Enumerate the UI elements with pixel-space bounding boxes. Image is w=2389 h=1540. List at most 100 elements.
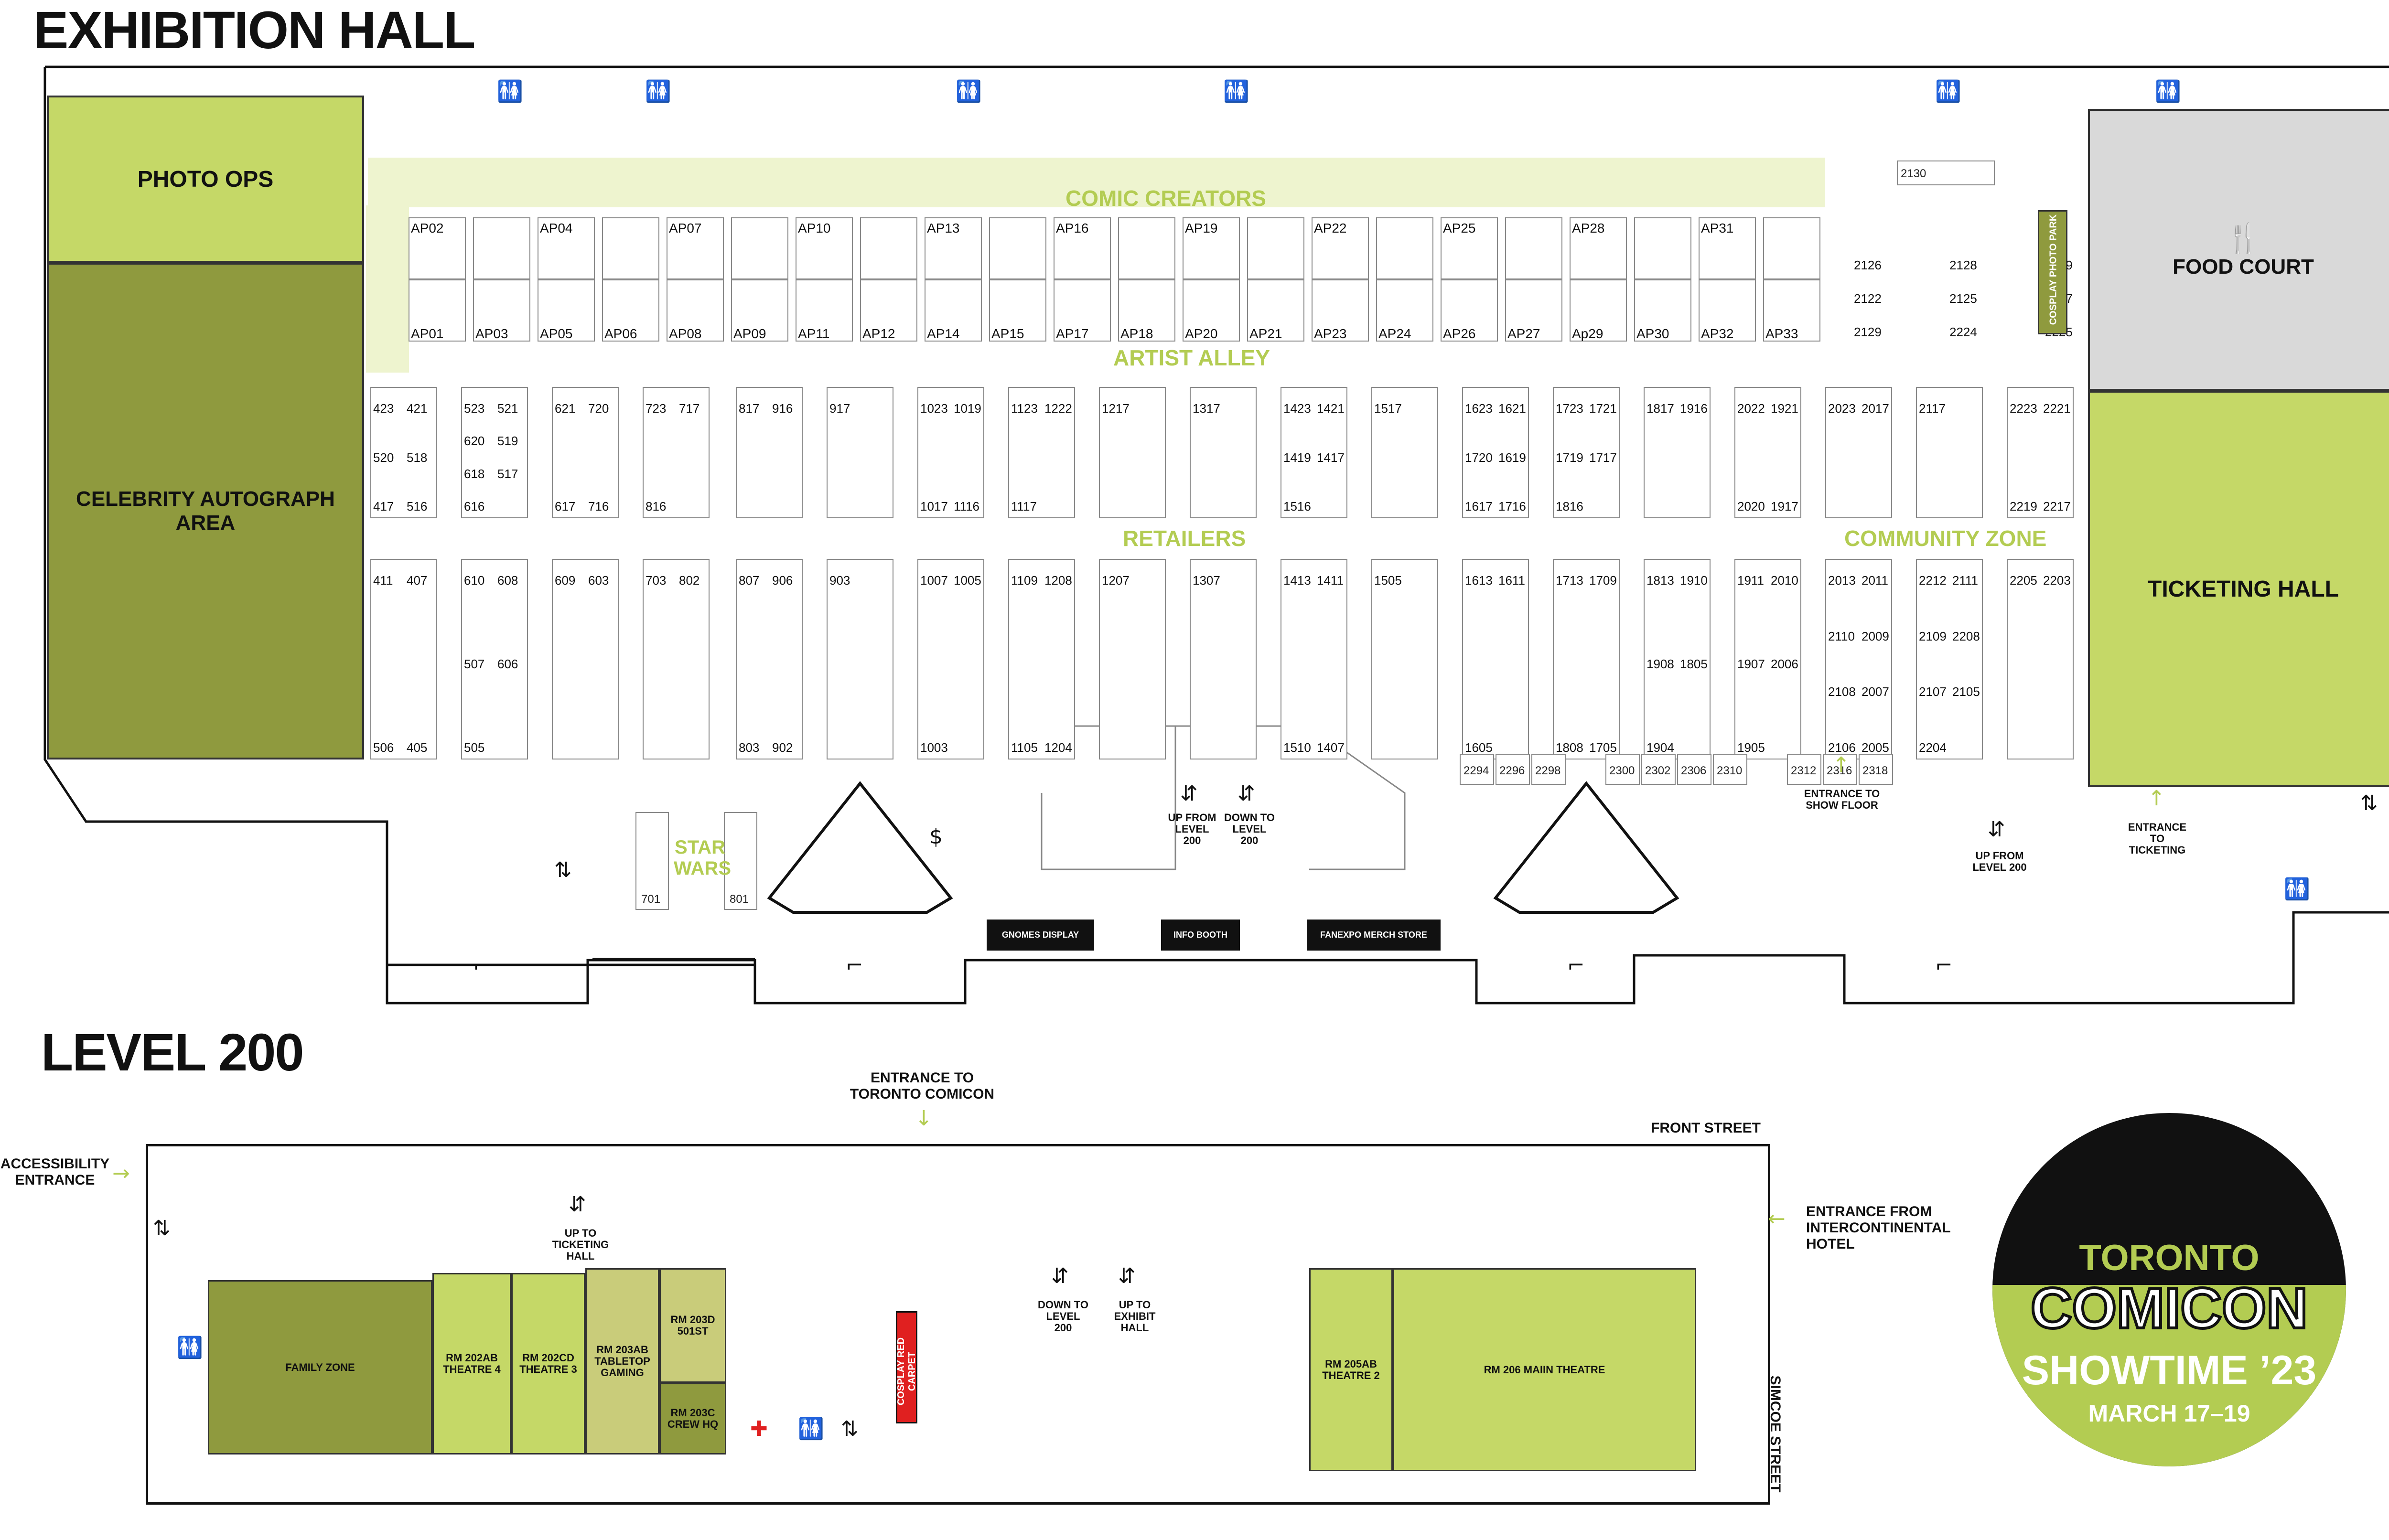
retail-booth-block[interactable] <box>1371 387 1438 518</box>
artist-alley-booth[interactable] <box>1570 279 1627 342</box>
rm203c-room[interactable]: RM 203C CREW HQ <box>659 1383 726 1454</box>
artist-alley-booth[interactable] <box>473 217 530 279</box>
cosplay-red-carpet[interactable]: COSPLAY RED CARPET <box>896 1311 917 1423</box>
retail-booth-block[interactable] <box>1099 387 1166 518</box>
retail-booth-block[interactable] <box>552 559 619 759</box>
gnomes-display-button[interactable]: GNOMES DISPLAY <box>987 920 1094 951</box>
artist-alley-booth[interactable] <box>409 279 466 342</box>
family-zone-room[interactable]: FAMILY ZONE <box>208 1280 432 1454</box>
bottom-row-booth[interactable]: 2300 <box>1605 754 1640 785</box>
retail-booth-block[interactable] <box>1099 559 1166 759</box>
retail-booth-block[interactable] <box>370 559 437 759</box>
artist-alley-booth[interactable] <box>1312 279 1369 342</box>
retail-booth-block[interactable] <box>1916 387 1983 518</box>
retail-booth-block[interactable] <box>1281 559 1347 759</box>
retail-booth-block[interactable] <box>2007 559 2074 759</box>
artist-alley-booth[interactable] <box>925 217 982 279</box>
artist-alley-booth[interactable] <box>1376 217 1433 279</box>
rm202cd-room[interactable]: RM 202CD THEATRE 3 <box>511 1273 585 1454</box>
artist-alley-booth[interactable] <box>731 217 788 279</box>
artist-alley-booth[interactable] <box>602 217 659 279</box>
artist-alley-booth[interactable] <box>1054 217 1111 279</box>
retail-booth-block[interactable] <box>1462 387 1529 518</box>
artist-alley-booth[interactable] <box>1183 217 1240 279</box>
artist-alley-booth[interactable] <box>409 217 466 279</box>
retail-booth-block[interactable] <box>917 387 984 518</box>
artist-alley-booth[interactable] <box>1634 279 1691 342</box>
booth-2130[interactable]: 2130 <box>1897 160 1995 185</box>
artist-alley-booth[interactable] <box>796 217 853 279</box>
rm205ab-room[interactable]: RM 205AB THEATRE 2 <box>1309 1268 1393 1471</box>
artist-alley-booth[interactable] <box>1118 279 1175 342</box>
artist-alley-booth[interactable] <box>1054 279 1111 342</box>
retail-booth-block[interactable] <box>1371 559 1438 759</box>
artist-alley-booth[interactable] <box>538 217 595 279</box>
retail-booth-block[interactable] <box>1281 387 1347 518</box>
retail-booth-block[interactable] <box>643 559 710 759</box>
bottom-row-booth[interactable]: 2312 <box>1787 754 1821 785</box>
bottom-row-booth[interactable]: 2302 <box>1641 754 1676 785</box>
artist-alley-booth[interactable] <box>1247 279 1304 342</box>
retail-booth-block[interactable] <box>1825 559 1892 759</box>
rm206-room[interactable]: RM 206 MAIIN THEATRE <box>1393 1268 1696 1471</box>
artist-alley-booth[interactable] <box>731 279 788 342</box>
retail-booth-block[interactable] <box>1008 559 1075 759</box>
retail-booth-block[interactable] <box>370 387 437 518</box>
retail-booth-block[interactable] <box>643 387 710 518</box>
retail-booth-block[interactable] <box>917 559 984 759</box>
retail-booth-block[interactable] <box>827 387 893 518</box>
artist-alley-booth[interactable] <box>989 279 1046 342</box>
retail-booth-block[interactable] <box>1008 387 1075 518</box>
retail-booth-block[interactable] <box>1825 387 1892 518</box>
retail-booth-block[interactable] <box>1734 387 1801 518</box>
artist-alley-booth[interactable] <box>796 279 853 342</box>
bottom-row-booth[interactable]: 2296 <box>1496 754 1530 785</box>
retail-booth-block[interactable] <box>736 387 803 518</box>
artist-alley-booth[interactable] <box>1699 217 1756 279</box>
artist-alley-booth[interactable] <box>1312 217 1369 279</box>
artist-alley-booth[interactable] <box>1441 279 1498 342</box>
artist-alley-booth[interactable] <box>1183 279 1240 342</box>
retail-booth-block[interactable] <box>1644 387 1711 518</box>
artist-alley-booth[interactable] <box>1763 279 1820 342</box>
retail-booth-block[interactable] <box>1734 559 1801 759</box>
artist-alley-booth[interactable] <box>860 217 917 279</box>
booth-701[interactable]: 701 <box>635 812 669 910</box>
cosplay-photo-park[interactable]: COSPLAY PHOTO PARK <box>2038 210 2067 334</box>
artist-alley-booth[interactable] <box>1699 279 1756 342</box>
artist-alley-booth[interactable] <box>1505 217 1562 279</box>
artist-alley-booth[interactable] <box>602 279 659 342</box>
retail-booth-block[interactable] <box>827 559 893 759</box>
artist-alley-booth[interactable] <box>538 279 595 342</box>
artist-alley-booth[interactable] <box>860 279 917 342</box>
artist-alley-booth[interactable] <box>1634 217 1691 279</box>
artist-alley-booth[interactable] <box>1441 217 1498 279</box>
artist-alley-booth[interactable] <box>473 279 530 342</box>
rm203ab-room[interactable]: RM 203AB TABLETOP GAMING <box>585 1268 659 1454</box>
artist-alley-booth[interactable] <box>1118 217 1175 279</box>
retail-booth-block[interactable] <box>461 559 528 759</box>
artist-alley-booth[interactable] <box>667 279 724 342</box>
artist-alley-booth[interactable] <box>667 217 724 279</box>
retail-booth-block[interactable] <box>552 387 619 518</box>
bottom-row-booth[interactable]: 2306 <box>1677 754 1711 785</box>
retail-booth-block[interactable] <box>736 559 803 759</box>
retail-booth-block[interactable] <box>461 387 528 518</box>
artist-alley-booth[interactable] <box>989 217 1046 279</box>
retail-booth-block[interactable] <box>2007 387 2074 518</box>
retail-booth-block[interactable] <box>1644 559 1711 759</box>
artist-alley-booth[interactable] <box>1763 217 1820 279</box>
rm203d-room[interactable]: RM 203D 501ST <box>659 1268 726 1383</box>
info-booth-button[interactable]: INFO BOOTH <box>1161 920 1240 951</box>
rm202ab-room[interactable]: RM 202AB THEATRE 4 <box>432 1273 511 1454</box>
bottom-row-booth[interactable]: 2298 <box>1531 754 1566 785</box>
merch-store-button[interactable]: FANEXPO MERCH STORE <box>1307 920 1441 951</box>
artist-alley-booth[interactable] <box>1505 279 1562 342</box>
retail-booth-block[interactable] <box>1916 559 1983 759</box>
artist-alley-booth[interactable] <box>1247 217 1304 279</box>
bottom-row-booth[interactable]: 2310 <box>1713 754 1747 785</box>
artist-alley-booth[interactable] <box>1376 279 1433 342</box>
bottom-row-booth[interactable]: 2316 <box>1823 754 1857 785</box>
retail-booth-block[interactable] <box>1462 559 1529 759</box>
retail-booth-block[interactable] <box>1190 387 1257 518</box>
